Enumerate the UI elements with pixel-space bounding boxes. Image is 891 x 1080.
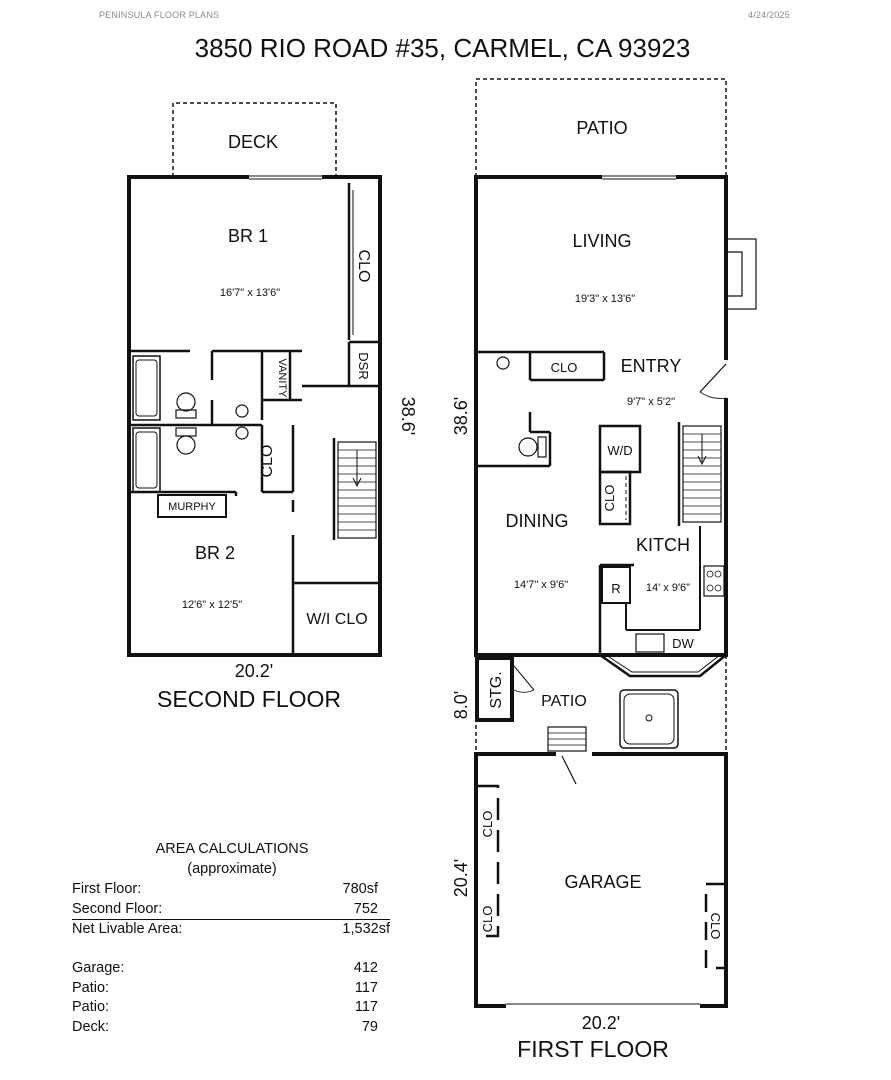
living-size: 19'3" x 13'6" (575, 293, 635, 305)
area-label: Second Floor: (72, 900, 163, 917)
area-subheading: (approximate) (187, 860, 277, 877)
patio-depth-dim: 8.0' (451, 691, 471, 719)
area-row-patio: Patio: 117 (72, 998, 378, 1018)
second-floor-plan (127, 102, 382, 657)
kitchen-closet-label: CLO (602, 485, 617, 512)
area-row-net-livable: Net Livable Area: 1,532sf (72, 920, 390, 940)
kitchen-label: KITCH (636, 535, 690, 555)
area-row-garage: Garage: 412 (72, 959, 378, 979)
patio-top-label: PATIO (576, 118, 627, 138)
area-calculations: AREA CALCULATIONS (approximate) First Fl… (72, 840, 392, 1037)
area-row-first-floor: First Floor: 780sf (72, 880, 378, 900)
area-value: 1,532sf (342, 921, 390, 937)
garage-closet-left-bottom-label: CLO (480, 906, 495, 933)
area-label: Net Livable Area: (72, 921, 183, 937)
br2-size: 12'6" x 12'5" (182, 599, 242, 611)
second-floor-labels: DECK BR 1 16'7" x 13'6" CLO DSR VANITY C… (157, 132, 418, 712)
area-value: 780sf (342, 881, 378, 897)
area-label: First Floor: (72, 881, 142, 897)
area-value: 117 (354, 999, 378, 1015)
first-floor-width-dim: 20.2' (582, 1013, 620, 1033)
first-floor-title: FIRST FLOOR (517, 1036, 669, 1062)
entry-closet-label: CLO (551, 360, 578, 375)
area-row-second-floor: Second Floor: 752 (72, 900, 390, 920)
storage-label: STG. (488, 671, 505, 708)
deck-label: DECK (228, 132, 278, 152)
second-floor-title: SECOND FLOOR (157, 686, 341, 712)
second-floor-width-dim: 20.2' (235, 661, 273, 681)
kitchen-size: 14' x 9'6" (646, 582, 690, 594)
area-row-patio: Patio: 117 (72, 979, 378, 999)
vanity-label: VANITY (276, 359, 288, 399)
washer-dryer-label: W/D (607, 443, 632, 458)
area-value: 79 (361, 1018, 378, 1035)
area-label: Patio: (72, 999, 110, 1015)
br1-closet-label: CLO (355, 250, 372, 283)
br1-label: BR 1 (228, 226, 268, 246)
area-value: 752 (353, 900, 378, 917)
page-title: 3850 RIO ROAD #35, CARMEL, CA 93923 (194, 33, 691, 63)
area-value: 117 (354, 979, 378, 996)
garage-depth-dim: 20.4' (451, 859, 471, 897)
second-floor-depth-dim: 38.6' (398, 397, 418, 435)
garage-closet-left-top-label: CLO (480, 811, 495, 838)
first-floor-depth-dim: 38.6' (451, 397, 471, 435)
patio-mid-label: PATIO (541, 693, 587, 710)
area-label: Patio: (72, 979, 110, 996)
first-floor-labels: PATIO LIVING 19'3" x 13'6" CLO ENTRY 9'7… (451, 118, 723, 1062)
fridge-label: R (611, 581, 620, 596)
dsr-label: DSR (356, 352, 371, 379)
br2-label: BR 2 (195, 543, 235, 563)
dishwasher-label: DW (672, 636, 694, 651)
area-label: Garage: (72, 960, 125, 976)
company-name: PENINSULA FLOOR PLANS (99, 10, 220, 20)
first-floor-plan (474, 78, 757, 1008)
garage-label: GARAGE (564, 872, 641, 892)
br1-size: 16'7" x 13'6" (220, 287, 280, 299)
plan-date: 4/24/2025 (748, 10, 790, 20)
dining-label: DINING (506, 511, 569, 531)
walk-in-closet-label: W/I CLO (306, 611, 367, 628)
area-label: Deck: (72, 1018, 110, 1035)
area-heading: AREA CALCULATIONS (155, 841, 309, 857)
living-label: LIVING (572, 231, 631, 251)
area-value: 412 (353, 960, 378, 976)
dining-size: 14'7" x 9'6" (514, 579, 568, 591)
murphy-label: MURPHY (168, 501, 216, 513)
hall-closet-label: CLO (259, 445, 276, 478)
area-row-deck: Deck: 79 (72, 1018, 378, 1038)
entry-size: 9'7" x 5'2" (627, 396, 675, 408)
entry-label: ENTRY (621, 356, 682, 376)
garage-closet-right-label: CLO (708, 913, 723, 940)
